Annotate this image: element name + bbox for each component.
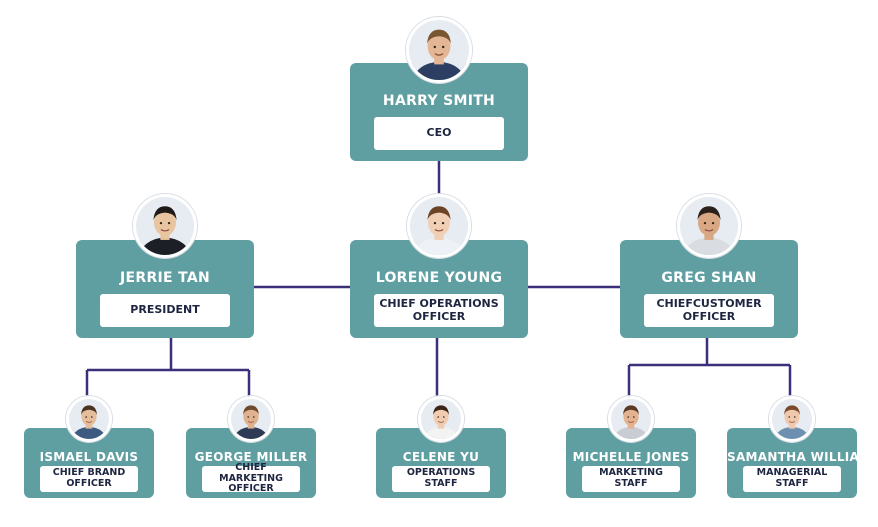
avatar-man-beard-icon: [406, 17, 472, 83]
org-node-celene: CELENE YU OPERATIONS STAFF: [376, 428, 506, 498]
avatar-woman-hardhat-icon: [608, 396, 654, 442]
avatar-woman-headset-icon: [418, 396, 464, 442]
person-name: GEORGE MILLER: [194, 450, 308, 464]
person-name: MICHELLE JONES: [572, 450, 690, 464]
job-title: CHIEF OPERATIONS OFFICER: [374, 294, 504, 327]
avatar-woman-smile-icon: [407, 194, 471, 258]
job-title: OPERATIONS STAFF: [392, 466, 490, 492]
avatar-woman-portrait-icon: [769, 396, 815, 442]
org-node-harry: HARRY SMITH CEO: [350, 63, 528, 161]
person-name: CELENE YU: [402, 450, 480, 464]
job-title: MARKETING STAFF: [582, 466, 680, 492]
person-name: ISMAEL DAVIS: [39, 450, 139, 464]
org-node-lorene: LORENE YOUNG CHIEF OPERATIONS OFFICER: [350, 240, 528, 338]
person-name: JERRIE TAN: [120, 270, 210, 286]
job-title: CEO: [374, 117, 504, 150]
job-title: MANAGERIAL STAFF: [743, 466, 841, 492]
avatar-man-beard-icon: [228, 396, 274, 442]
job-title: CHIEFCUSTOMER OFFICER: [644, 294, 774, 327]
avatar-man-smile-icon: [677, 194, 741, 258]
job-title: CHIEF MARKETING OFFICER: [202, 462, 300, 494]
org-node-samantha: SAMANTHA WILLIAMS MANAGERIAL STAFF: [727, 428, 878, 498]
person-name: SAMANTHA WILLIAMS: [727, 450, 878, 464]
person-name: GREG SHAN: [661, 270, 757, 286]
job-title: CHIEF BRAND OFFICER: [40, 466, 138, 492]
person-name: LORENE YOUNG: [375, 270, 503, 286]
job-title: PRESIDENT: [100, 294, 230, 327]
avatar-man-glasses-icon: [66, 396, 112, 442]
org-node-ismael: ISMAEL DAVIS CHIEF BRAND OFFICER: [24, 428, 154, 498]
person-name: HARRY SMITH: [382, 93, 496, 109]
avatar-man-suit-icon: [133, 194, 197, 258]
